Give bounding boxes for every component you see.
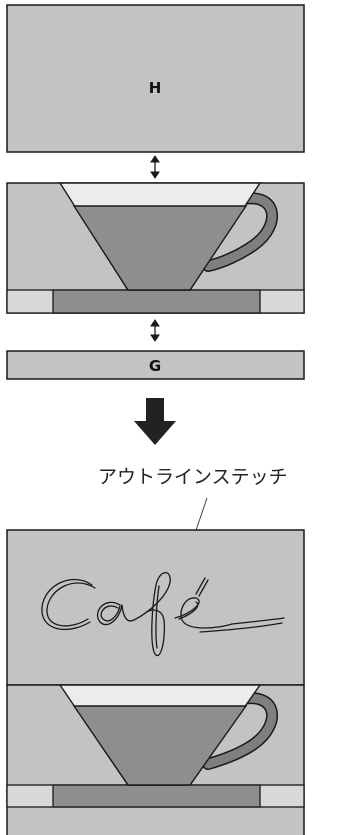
double-vertical-arrow-icon: [150, 155, 160, 179]
cafe-embroidery: [41, 571, 285, 656]
cup-handle: [203, 693, 277, 769]
cup-body: [72, 705, 248, 786]
block-h-label: H: [149, 79, 162, 97]
top-block-h: H: [6, 4, 305, 153]
outline-stitch-label: アウトラインステッチ: [98, 466, 288, 488]
cup-body: [72, 205, 248, 291]
base-block-g: G: [6, 350, 305, 380]
result-hoop-with-cup: [6, 684, 305, 835]
hoop-with-cup: [6, 182, 305, 314]
double-vertical-arrow-icon: [150, 319, 160, 342]
down-arrow-icon: [134, 398, 176, 445]
cup-handle: [203, 193, 277, 271]
block-g-label: G: [149, 357, 161, 375]
result-panel: [6, 529, 305, 686]
